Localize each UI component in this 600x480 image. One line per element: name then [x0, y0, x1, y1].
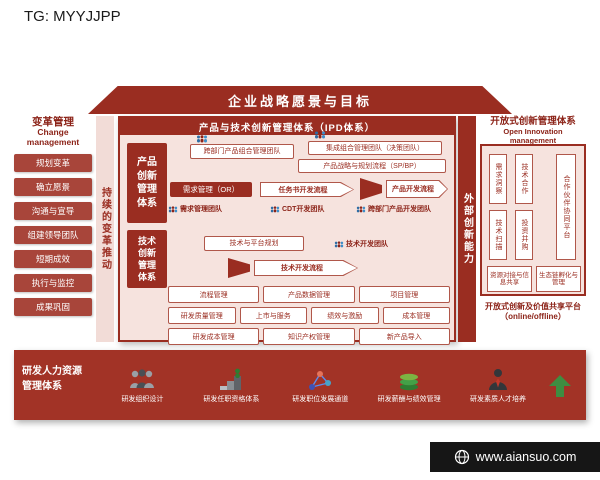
requirement-mgmt-box: 需求管理（OR）: [170, 182, 252, 197]
change-step: 短期成效: [14, 249, 92, 268]
pdt-team-text: 跨部门产品开发团队: [368, 206, 431, 213]
watermark-top: TG: MYYJJPP: [24, 8, 121, 25]
compensation-coins-icon: [400, 373, 419, 391]
hr-item-label: 研发职位发展通道: [292, 395, 349, 403]
change-step: 组建领导团队: [14, 225, 92, 244]
support-row: 研发成本管理 知识产权管理 新产品导入: [168, 328, 450, 345]
hr-item-label: 研发素质人才培养: [470, 395, 526, 403]
oi-platform-caption: 开放式创新及价值共享平台 （online/offline）: [480, 302, 586, 323]
hr-items-row: 研发组织设计 研发任职资格体系 研发职位发展通道 研发薪酬与绩效管理: [98, 356, 578, 416]
change-title-en: Change management: [26, 127, 80, 147]
oi-bottom-cell: 资源对接与信息共享: [487, 266, 532, 292]
team-icon: [270, 205, 280, 212]
change-step: 确立愿景: [14, 177, 92, 196]
open-innovation-grid: 需求洞察 技术合作 技术扫描 投资并购 合作伙伴协同平台 资源对接与信息共享 生…: [480, 144, 586, 296]
tech-dev-flow-label: 技术开发流程: [255, 261, 357, 275]
change-step: 成果巩固: [14, 297, 92, 316]
qualification-ladder-icon: [220, 368, 242, 390]
hr-item-career-path: 研发职位发展通道: [276, 368, 365, 404]
support-box: 研发成本管理: [168, 328, 260, 345]
support-box: 流程管理: [168, 286, 260, 303]
support-box: 项目管理: [358, 286, 450, 303]
requirement-team-label: 需求管理团队: [168, 204, 222, 214]
open-innovation-panel: 开放式创新管理体系 Open Innovation management 需求洞…: [480, 116, 586, 342]
team-icon: [314, 131, 326, 139]
change-title-cn: 变革管理: [32, 116, 74, 128]
oi-cell: 投资并购: [515, 210, 533, 260]
tdt-team-text: 技术开发团队: [346, 241, 388, 248]
hr-band: 研发人力资源管理体系 研发组织设计 研发任职资格体系 研发职位发展通道: [14, 350, 586, 420]
hr-band-title: 研发人力资源管理体系: [22, 366, 82, 392]
hr-item-label: 研发薪酬与绩效管理: [377, 395, 441, 403]
watermark-bottom-bar: www.aiansuo.com: [430, 442, 600, 472]
change-step: 沟通与宣导: [14, 201, 92, 220]
support-box: 知识产权管理: [263, 328, 355, 345]
hr-item-label: 研发任职资格体系: [203, 395, 260, 403]
org-design-icon: [130, 369, 155, 388]
funnel-icon: [228, 258, 250, 278]
change-step: 规划变革: [14, 153, 92, 172]
change-management-title: 变革管理 Change management: [14, 116, 92, 148]
cdt-team-text: CDT开发团队: [282, 206, 325, 213]
tech-innovation-system-label: 技术创新管理体系: [127, 230, 167, 288]
oi-cell: 技术扫描: [489, 210, 507, 260]
support-box: 绩效与激励: [311, 307, 379, 324]
ipd-panel-title: 产品与技术创新管理体系（IPD体系）: [120, 118, 454, 135]
talent-person-icon: [489, 368, 507, 390]
oi-partner-cell: 合作伙伴协同平台: [556, 154, 576, 260]
open-innovation-title-en: Open Innovation management: [503, 127, 563, 146]
support-box: 研发质量管理: [168, 307, 236, 324]
oi-platform-cn: 开放式创新及价值共享平台: [485, 302, 581, 311]
watermark-bottom-text: www.aiansuo.com: [475, 450, 577, 464]
pdt-team-label: 跨部门产品开发团队: [356, 204, 431, 214]
change-driver-bar: 持续的变革推动: [96, 116, 114, 342]
hr-item-talent: 研发素质人才培养: [454, 368, 543, 404]
portfolio-mgmt-team-box: 跨部门产品组合管理团队: [190, 144, 294, 159]
team-icon: [334, 240, 344, 247]
tdt-team-label: 技术开发团队: [334, 239, 388, 249]
support-row: 流程管理 产品数据管理 项目管理: [168, 286, 450, 303]
open-innovation-title-cn: 开放式创新管理体系: [490, 116, 576, 127]
oi-platform-en: （online/offline）: [500, 312, 566, 322]
support-box: 产品数据管理: [263, 286, 355, 303]
hr-item-label: 研发组织设计: [121, 395, 164, 403]
hr-item-compensation: 研发薪酬与绩效管理: [365, 368, 454, 404]
support-systems-grid: 流程管理 产品数据管理 项目管理 研发质量管理 上市与服务 绩效与激励 成本管理…: [168, 286, 450, 349]
tech-dev-flow-arrow: 技术开发流程: [254, 260, 358, 276]
product-dev-flow-arrow: 产品开发流程: [386, 180, 448, 198]
change-step: 执行与监控: [14, 273, 92, 292]
oi-bottom-cell: 生态链孵化与管理: [536, 266, 581, 292]
strategy-roof-title: 企业战略愿景与目标: [227, 93, 372, 109]
cdt-team-label: CDT开发团队: [270, 204, 324, 214]
growth-arrow-icon: [549, 375, 572, 397]
hr-growth-arrow: [542, 373, 578, 399]
ipmt-box: 集成组合管理团队（决策团队）: [308, 141, 442, 155]
support-row: 研发质量管理 上市与服务 绩效与激励 成本管理: [168, 307, 450, 324]
support-box: 成本管理: [382, 307, 450, 324]
team-icon: [168, 205, 178, 212]
charter-flow-arrow: 任务书开发流程: [260, 182, 354, 197]
team-icon: [196, 135, 208, 143]
tech-platform-plan-box: 技术与平台规划: [204, 236, 304, 251]
strategy-roof-banner: 企业战略愿景与目标: [88, 86, 512, 114]
external-innovation-bar: 外部创新能力: [458, 116, 476, 342]
spbp-flow-box: 产品战略与规划流程（SP/BP）: [298, 159, 446, 173]
change-management-panel: 变革管理 Change management 规划变革 确立愿景 沟通与宣导 组…: [14, 116, 92, 342]
team-icon: [356, 205, 366, 212]
career-path-network-icon: [309, 370, 332, 390]
oi-cell: 技术合作: [515, 154, 533, 204]
open-innovation-title: 开放式创新管理体系 Open Innovation management: [480, 116, 586, 145]
support-box: 新产品导入: [358, 328, 450, 345]
ipd-panel: 产品与技术创新管理体系（IPD体系） 产品创新管理体系 技术创新管理体系 跨部门…: [118, 116, 456, 345]
hr-item-org-design: 研发组织设计: [98, 368, 187, 404]
product-dev-flow-label: 产品开发流程: [387, 181, 447, 197]
oi-cell: 需求洞察: [489, 154, 507, 204]
support-box: 上市与服务: [239, 307, 307, 324]
charter-flow-label: 任务书开发流程: [261, 183, 353, 196]
globe-icon: [454, 449, 469, 465]
funnel-icon: [360, 178, 382, 200]
requirement-team-text: 需求管理团队: [180, 206, 222, 213]
hr-item-qualification: 研发任职资格体系: [187, 368, 276, 404]
product-innovation-system-label: 产品创新管理体系: [127, 143, 167, 223]
